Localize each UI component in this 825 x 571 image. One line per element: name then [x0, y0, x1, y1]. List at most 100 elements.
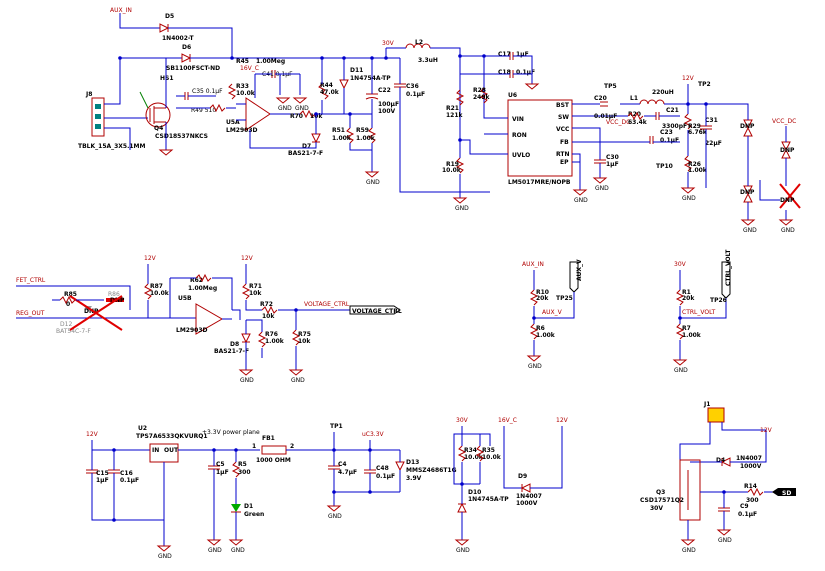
svg-text:10.0k: 10.0k — [464, 454, 484, 461]
svg-text:121k: 121k — [446, 112, 464, 119]
svg-text:C21: C21 — [666, 107, 679, 114]
svg-text:OUT: OUT — [164, 447, 179, 454]
svg-text:LM2903D: LM2903D — [176, 327, 207, 334]
svg-text:D11: D11 — [350, 67, 363, 74]
svg-text:0.1µF: 0.1µF — [660, 137, 679, 144]
connector-j1: J1 — [703, 401, 725, 423]
svg-text:R14: R14 — [744, 483, 757, 490]
svg-text:10k: 10k — [249, 290, 262, 297]
svg-text:J1: J1 — [703, 401, 710, 408]
svg-text:DNP: DNP — [780, 147, 795, 154]
res-r29: R29 6.76k — [683, 113, 708, 136]
svg-text:C30: C30 — [606, 154, 619, 161]
net-flag-aux-v: AUX_V — [569, 259, 583, 293]
svg-text:12V: 12V — [556, 417, 569, 424]
connector-j8: J8 TBLK_15A_3X5.1MM — [78, 91, 146, 150]
svg-text:1.00k: 1.00k — [265, 338, 285, 345]
svg-text:TP2: TP2 — [698, 81, 711, 88]
svg-text:GND: GND — [595, 185, 609, 192]
svg-text:uC3.3V: uC3.3V — [362, 431, 385, 438]
svg-text:DNP: DNP — [110, 297, 125, 304]
svg-text:TPS7A6533QKVURQ1: TPS7A6533QKVURQ1 — [136, 433, 208, 440]
net-flag-ctrl-volt: CTRL_VOLT — [721, 249, 732, 299]
zener-d13: D13 MMSZ4686T1G 3.9V — [395, 459, 457, 482]
svg-text:GND: GND — [455, 205, 469, 212]
cap-c30: C30 1µF — [594, 154, 619, 168]
svg-text:FB: FB — [560, 139, 569, 146]
ic-u6: U6 LM5017MRE/NOPB VIN RON UVLO BST SW VC… — [507, 92, 573, 186]
svg-text:0.1µF: 0.1µF — [376, 473, 395, 480]
svg-text:RTN: RTN — [556, 151, 569, 158]
res-r1: R1 20k — [675, 289, 695, 306]
diode-d7: D7 BAS21-7-F — [288, 133, 323, 157]
svg-text:U5A: U5A — [226, 119, 240, 126]
svg-text:L1: L1 — [630, 95, 638, 102]
svg-text:10k: 10k — [310, 113, 323, 120]
svg-text:LM2903D: LM2903D — [226, 127, 257, 134]
svg-text:VCC_DC: VCC_DC — [606, 119, 630, 126]
svg-text:R87: R87 — [150, 283, 163, 290]
svg-text:BST: BST — [556, 102, 570, 109]
svg-text:GND: GND — [328, 513, 342, 520]
svg-text:30V: 30V — [382, 40, 395, 47]
svg-text:16V_C: 16V_C — [498, 417, 517, 424]
svg-text:FB1: FB1 — [262, 435, 275, 442]
svg-text:R44: R44 — [320, 82, 333, 89]
svg-text:R1: R1 — [682, 289, 691, 296]
inductor-l2: L2 3.3uH — [405, 39, 438, 64]
svg-text:D1: D1 — [244, 503, 253, 510]
svg-text:RON: RON — [512, 132, 527, 139]
res-r87: R87 10.0k — [143, 283, 170, 300]
res-r28: R28 249k — [473, 87, 491, 104]
svg-text:1.00k: 1.00k — [688, 167, 708, 174]
res-r76: R76 1.00k — [257, 331, 285, 348]
svg-text:16V_C: 16V_C — [240, 65, 259, 72]
svg-text:VCC_DC: VCC_DC — [772, 118, 796, 125]
svg-text:12V: 12V — [86, 431, 99, 438]
svg-text:D6: D6 — [182, 44, 191, 51]
svg-text:VCC: VCC — [556, 126, 570, 133]
svg-text:AUX_V: AUX_V — [542, 309, 563, 316]
cap-c23: C23 0.1µF TP10 — [649, 129, 679, 170]
svg-text:3.3uH: 3.3uH — [418, 57, 438, 64]
svg-text:U6: U6 — [508, 92, 517, 99]
svg-text:BAS21-7-F: BAS21-7-F — [288, 150, 323, 157]
svg-text:DNP: DNP — [740, 123, 755, 130]
res-r51: R51 1.00k — [332, 127, 355, 144]
svg-text:1N4754A-TP: 1N4754A-TP — [350, 75, 391, 82]
svg-text:IN: IN — [152, 447, 159, 454]
svg-text:BAS21-7-F: BAS21-7-F — [214, 348, 249, 355]
svg-text:0.1µF: 0.1µF — [738, 511, 757, 518]
svg-text:3300pF: 3300pF — [662, 123, 687, 130]
res-r5: R5 300 — [231, 461, 251, 478]
ldo-u2: U2 TPS7A6533QKVURQ1 IN OUT — [136, 425, 208, 463]
svg-text:C31: C31 — [705, 117, 718, 124]
svg-text:1.00k: 1.00k — [356, 135, 376, 142]
res-r85: R85 0 — [59, 291, 77, 308]
svg-text:D13: D13 — [406, 459, 419, 466]
svg-text:Q3: Q3 — [656, 489, 665, 496]
svg-text:4.7µF: 4.7µF — [338, 469, 357, 476]
svg-text:GND: GND — [278, 105, 292, 112]
svg-text:R59: R59 — [356, 127, 369, 134]
cap-c35: C35 0.1µF — [184, 88, 223, 100]
svg-text:12V: 12V — [241, 255, 254, 262]
res-r70: R70 10k — [290, 109, 323, 120]
net-flag-voltage-ctrl: VOLTAGE_CTRL — [349, 305, 402, 315]
res-r33: R33 10.0k — [227, 83, 256, 100]
svg-text:DNP: DNP — [84, 308, 99, 315]
res-r10: R10 20k — [529, 289, 549, 306]
svg-text:GND: GND — [208, 547, 222, 554]
svg-text:0.1µF: 0.1µF — [516, 69, 535, 76]
svg-text:R76: R76 — [265, 331, 278, 338]
svg-text:HS1: HS1 — [160, 75, 174, 82]
svg-text:AUX_V: AUX_V — [576, 259, 583, 281]
res-r21: R21 121k — [446, 89, 465, 119]
svg-text:GND: GND — [158, 553, 172, 560]
svg-text:12V: 12V — [144, 255, 157, 262]
res-r71: R71 10k — [241, 283, 262, 300]
svg-text:VIN: VIN — [512, 116, 524, 123]
svg-text:GND: GND — [528, 363, 542, 370]
res-r6: R6 1.00k — [529, 323, 556, 340]
